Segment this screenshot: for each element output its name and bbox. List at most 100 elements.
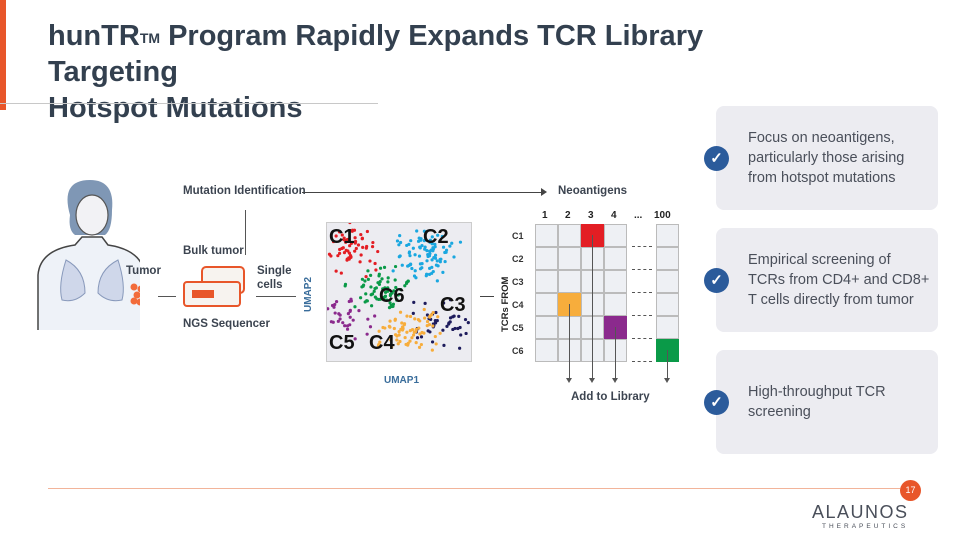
check-icon: ✓ [704, 146, 729, 171]
scatter-point-c1 [361, 245, 365, 249]
cluster-label-c2: C2 [423, 226, 449, 248]
feature-card-neoantigens: ✓Focus on neoantigens, particularly thos… [704, 106, 938, 210]
grid-cell [535, 293, 558, 316]
scatter-point-c5 [336, 319, 340, 323]
scatter-point-c2 [418, 262, 423, 266]
scatter-point-c4 [383, 326, 387, 330]
card-text: High-throughput TCR screening [748, 384, 886, 420]
patient-icon [37, 180, 140, 330]
grid-cell [656, 293, 679, 316]
break-dash [632, 269, 652, 270]
scatter-point-c5 [348, 309, 352, 313]
scatter-point-c1 [368, 259, 372, 263]
scatter-point-c1 [348, 221, 352, 225]
break-dash [632, 338, 652, 339]
scatter-point-c4 [376, 344, 381, 348]
scatter-point-c6 [395, 298, 399, 302]
title-divider [0, 103, 378, 104]
page-number: 17 [900, 480, 921, 501]
company-logo-subtitle: THERAPEUTICS [822, 523, 909, 530]
row-header: C2 [512, 254, 524, 264]
scatter-point-c5 [365, 332, 369, 336]
tumor-label: Tumor [126, 265, 161, 277]
scatter-point-c4 [422, 331, 426, 335]
bulk-tumor-label: Bulk tumor [183, 245, 244, 257]
scatter-point-c3 [430, 340, 435, 344]
scatter-point-c4 [425, 324, 429, 328]
scatter-point-c2 [428, 240, 432, 244]
scatter-point-c3 [428, 330, 432, 334]
scatter-point-c3 [451, 327, 455, 332]
break-dash [632, 292, 652, 293]
scatter-point-c4 [388, 319, 392, 323]
scatter-point-c2 [416, 239, 421, 243]
scatter-point-c2 [450, 241, 454, 245]
scatter-point-c4 [408, 314, 413, 319]
scatter-point-c4 [410, 336, 414, 340]
scatter-point-c6 [361, 283, 366, 287]
scatter-point-c4 [430, 348, 434, 352]
scatter-point-c6 [359, 296, 363, 300]
scatter-point-c4 [428, 315, 432, 319]
scatter-point-c2 [422, 229, 427, 233]
scatter-point-c5 [334, 300, 339, 304]
scatter-point-c2 [397, 243, 401, 247]
scatter-point-c2 [441, 270, 445, 274]
scatter-point-c1 [341, 246, 345, 250]
single-cells-label: Single cells [257, 265, 292, 291]
scatter-point-c2 [452, 255, 456, 259]
scatter-point-c3 [452, 314, 456, 318]
scatter-point-c6 [388, 301, 392, 305]
sequencer-icon [183, 266, 245, 307]
check-icon: ✓ [704, 390, 729, 415]
arrowhead-icon [664, 378, 670, 383]
scatter-point-c4 [389, 338, 393, 342]
scatter-point-c6 [377, 282, 382, 287]
scatter-point-c4 [398, 310, 403, 314]
scatter-point-c6 [404, 281, 409, 286]
scatter-point-c6 [363, 279, 367, 283]
scatter-point-c2 [418, 245, 422, 249]
scatter-point-c3 [448, 316, 453, 320]
scatter-point-c2 [438, 260, 442, 264]
scatter-point-c1 [339, 271, 343, 275]
grid-cell [535, 270, 558, 293]
cluster-label-c3: C3 [440, 294, 466, 316]
scatter-point-c4 [393, 333, 398, 337]
scatter-point-c4 [405, 330, 409, 334]
scatter-point-c2 [409, 239, 413, 243]
scatter-point-c4 [434, 342, 438, 346]
tcrs-from-label: TCRs FROM [500, 276, 511, 332]
scatter-point-c2 [427, 254, 432, 258]
scatter-point-c3 [466, 321, 470, 325]
scatter-point-c1 [337, 230, 342, 234]
scatter-point-c2 [435, 259, 439, 263]
scatter-point-c4 [429, 313, 434, 317]
grid-cell [604, 247, 627, 270]
scatter-point-c3 [448, 298, 453, 302]
scatter-point-c1 [342, 238, 346, 242]
break-dash [632, 315, 652, 316]
scatter-point-c1 [376, 249, 380, 254]
scatter-point-c6 [380, 277, 384, 281]
column-header: 100 [654, 210, 671, 221]
scatter-point-c1 [349, 241, 353, 245]
column-header: 2 [565, 210, 571, 221]
scatter-point-c2 [408, 254, 412, 258]
scatter-point-c6 [394, 292, 398, 297]
scatter-point-c3 [412, 300, 416, 305]
scatter-point-c2 [434, 263, 439, 267]
cluster-label-c1: C1 [329, 226, 355, 248]
ngs-sequencer-label: NGS Sequencer [183, 318, 270, 330]
column-header: ... [634, 210, 643, 221]
scatter-point-c2 [430, 258, 434, 262]
scatter-point-c6 [370, 292, 375, 296]
scatter-point-c3 [415, 336, 420, 340]
scatter-point-c6 [360, 277, 365, 281]
scatter-point-c3 [441, 328, 445, 332]
scatter-point-c6 [343, 284, 347, 288]
scatter-point-c4 [418, 332, 422, 336]
page-title: hunTRTM Program Rapidly Expands TCR Libr… [48, 20, 704, 124]
scatter-point-c6 [383, 294, 388, 298]
grid-cell [558, 247, 581, 270]
